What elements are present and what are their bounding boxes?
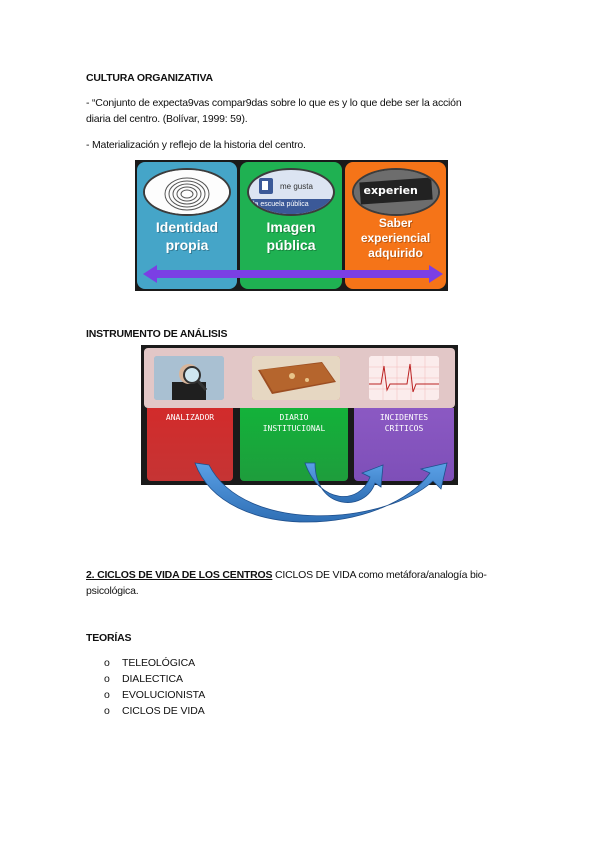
list-item: o TELEOLÓGICA: [104, 655, 205, 671]
experience-badge-text: experien: [363, 184, 418, 197]
panel-identidad-line2: propia: [165, 237, 209, 253]
like-badge-bottom: la escuela pública: [253, 201, 309, 208]
bullet: o: [104, 657, 110, 669]
ciclos-text-line1: CICLOS DE VIDA como metáfora/analogía bi…: [272, 569, 487, 581]
image-strip: [144, 348, 455, 408]
paragraph-definition-line1: - “Conjunto de expecta9vas compar9das so…: [86, 97, 462, 109]
column-incidentes-line2: CRÍTICOS: [384, 424, 424, 433]
curved-arrows-icon: [194, 462, 448, 523]
paragraph-definition-line2: diaria del centro. (Bolívar, 1999: 59).: [86, 113, 248, 125]
section-title-cultura: CULTURA ORGANIZATIVA: [86, 72, 213, 84]
bullet: o: [104, 705, 110, 717]
section-title-teorias: TEORÍAS: [86, 632, 132, 644]
panel-saber: experien Saber experiencial adquirido: [345, 162, 446, 289]
panel-identidad-line1: Identidad: [155, 219, 219, 235]
diary-book-icon: [252, 356, 340, 400]
ciclos-text-line2: psicológica.: [86, 585, 139, 597]
panel-imagen-line1: Imagen: [266, 219, 316, 235]
bullet: o: [104, 673, 110, 685]
list-item: o CICLOS DE VIDA: [104, 703, 205, 719]
list-item: o EVOLUCIONISTA: [104, 687, 205, 703]
fingerprint-icon: [143, 168, 231, 216]
instrumento-figure: ANALIZADOR DIARIO INSTITUCIONAL INCIDENT…: [141, 345, 458, 485]
panel-imagen-line2: pública: [266, 237, 316, 253]
column-diario-line2: INSTITUCIONAL: [262, 424, 326, 433]
teoria-1: TELEOLÓGICA: [122, 657, 196, 669]
teoria-3: EVOLUCIONISTA: [122, 689, 206, 701]
section-title-instrumento: INSTRUMENTO DE ANÁLISIS: [86, 328, 228, 340]
double-arrow-icon: [143, 265, 443, 283]
section-title-ciclos: 2. CICLOS DE VIDA DE LOS CENTROS: [86, 569, 273, 581]
cultura-figure: Identidad propia me gusta la escuela púb…: [135, 160, 448, 291]
thumbs-up-icon: [249, 178, 333, 214]
ciclos-line1: 2. CICLOS DE VIDA DE LOS CENTROS CICLOS …: [86, 567, 487, 583]
like-badge-top: me gusta: [280, 182, 313, 191]
column-diario: DIARIO INSTITUCIONAL: [240, 408, 348, 481]
teoria-2: DIALECTICA: [122, 673, 183, 685]
bullet: o: [104, 689, 110, 701]
column-diario-line1: DIARIO: [279, 413, 309, 422]
panel-saber-line2: experiencial: [360, 231, 431, 245]
list-item: o DIALECTICA: [104, 671, 205, 687]
panel-saber-line3: adquirido: [368, 246, 423, 260]
column-analizador-label: ANALIZADOR: [165, 413, 215, 422]
experience-badge: experien: [351, 168, 440, 216]
heartbeat-chart-icon: [369, 356, 439, 400]
panel-imagen: me gusta la escuela pública Imagen públi…: [240, 162, 342, 289]
panel-saber-line1: Saber: [378, 216, 413, 230]
teoria-4: CICLOS DE VIDA: [122, 705, 205, 717]
magnifier-person-icon: [154, 356, 224, 400]
column-analizador: ANALIZADOR: [147, 408, 233, 481]
column-incidentes-line1: INCIDENTES: [379, 413, 429, 422]
like-badge: me gusta la escuela pública: [247, 168, 335, 216]
paragraph-materializacion: - Materialización y reflejo de la histor…: [86, 139, 306, 151]
